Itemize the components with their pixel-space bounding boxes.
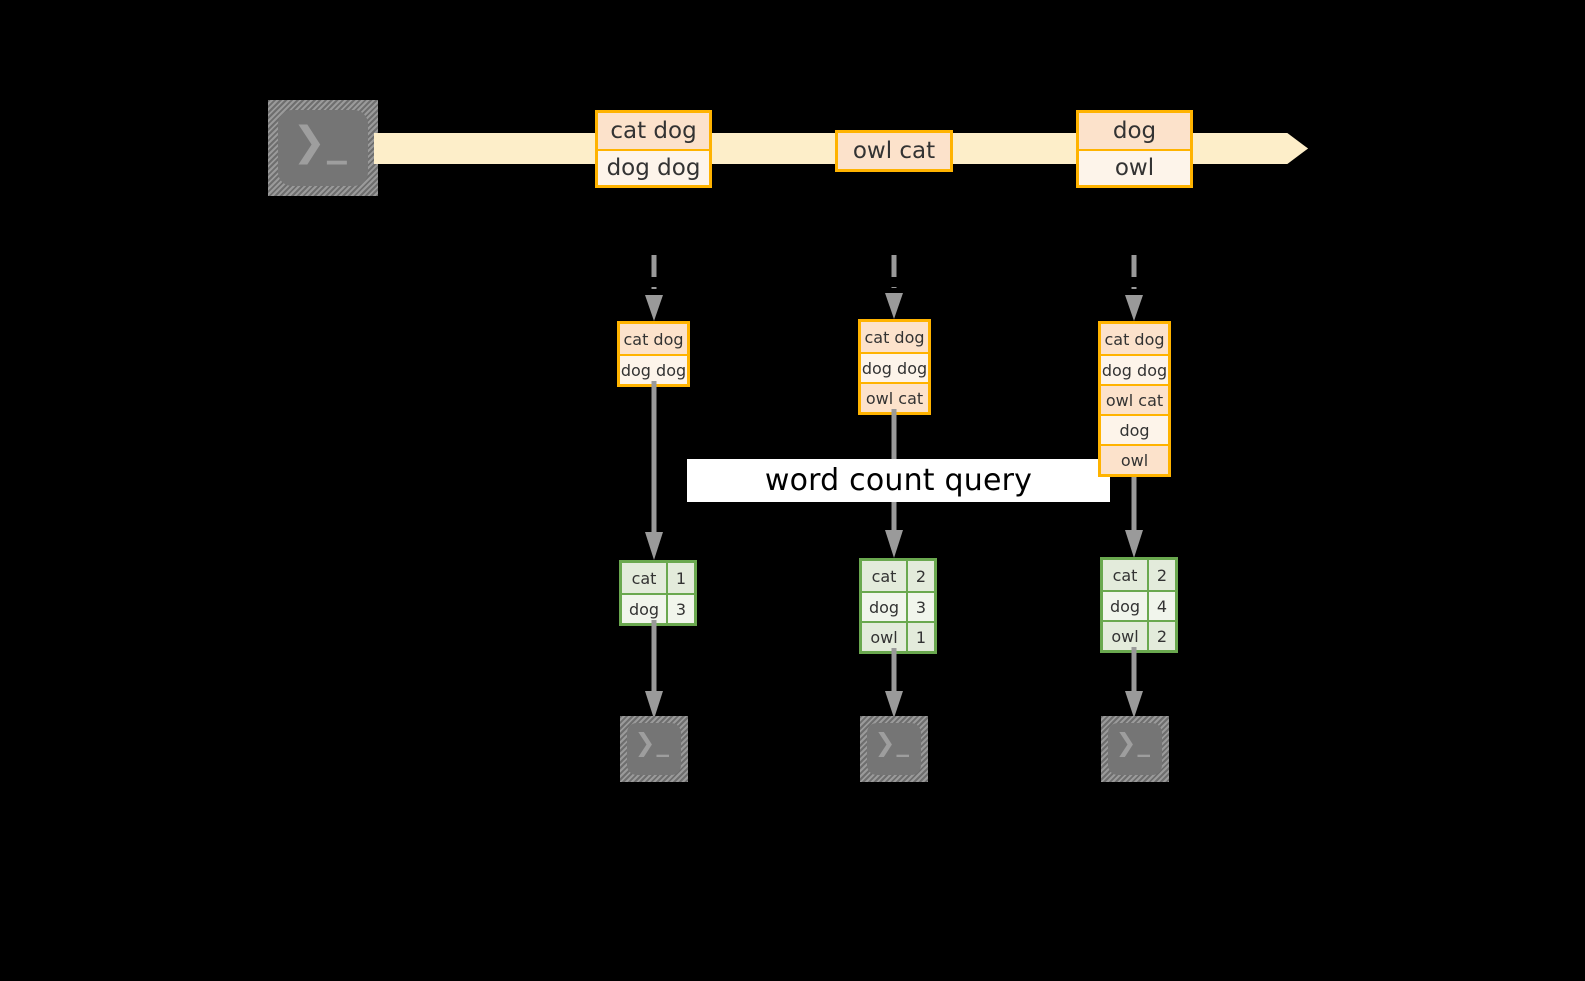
cell-count: 3: [908, 593, 934, 621]
terminal-prompt-glyph: ❯_: [634, 727, 670, 757]
stream-record-1: cat dog dog dog: [595, 110, 712, 188]
terminal-screen: ❯_: [627, 723, 681, 775]
snapshot-3-output-arrow: [1124, 647, 1144, 718]
record-line: dog: [1079, 113, 1190, 149]
cell-count: 4: [1149, 592, 1175, 620]
record-line: dog dog: [598, 149, 709, 185]
snapshot-2-output-arrow: [884, 648, 904, 718]
snapshot-1-input-records: cat dog dog dog: [617, 321, 690, 387]
record-line: cat dog: [620, 324, 687, 354]
table-row: cat 2: [862, 561, 934, 591]
record-line: dog dog: [861, 352, 928, 382]
cell-count: 1: [668, 563, 694, 593]
snapshot-1-result-table: cat 1 dog 3: [619, 560, 697, 626]
snapshot-1-query-arrow: [644, 381, 664, 560]
query-banner-label: word count query: [764, 463, 1033, 498]
terminal-screen: ❯_: [1108, 723, 1162, 775]
terminal-screen: ❯_: [867, 723, 921, 775]
table-row: dog 3: [862, 591, 934, 621]
table-row: cat 1: [622, 563, 694, 593]
record-line: owl cat: [861, 382, 928, 412]
snapshot-1-output-arrow: [644, 620, 664, 719]
record-line: dog: [1101, 414, 1168, 444]
cell-word: dog: [622, 595, 668, 623]
table-row: cat 2: [1103, 560, 1175, 590]
record-line: owl: [1079, 149, 1190, 185]
terminal-prompt-glyph: ❯_: [292, 119, 348, 166]
cell-count: 2: [908, 561, 934, 591]
stream-record-2: owl cat: [835, 130, 953, 172]
record-line: owl cat: [1101, 384, 1168, 414]
cell-count: 1: [908, 623, 934, 651]
snapshot-2-input-records: cat dog dog dog owl cat: [858, 319, 931, 415]
record-line: cat dog: [598, 113, 709, 149]
snapshot-1-consumer-terminal-icon: ❯_: [620, 716, 688, 782]
snapshot-3-input-records: cat dog dog dog owl cat dog owl: [1098, 321, 1171, 477]
record-line: dog dog: [620, 354, 687, 384]
producer-terminal-icon: ❯_: [268, 100, 378, 196]
terminal-prompt-glyph: ❯_: [874, 727, 910, 757]
cell-word: dog: [862, 593, 908, 621]
cell-word: cat: [622, 563, 668, 593]
snapshot-3-tap-arrow: [1124, 255, 1144, 321]
cell-word: owl: [1103, 622, 1149, 650]
cell-word: dog: [1103, 592, 1149, 620]
record-line: owl: [1101, 444, 1168, 474]
snapshot-2-result-table: cat 2 dog 3 owl 1: [859, 558, 937, 654]
cell-count: 2: [1149, 560, 1175, 590]
snapshot-1-tap-arrow: [644, 255, 664, 321]
table-row: dog 3: [622, 593, 694, 623]
cell-word: cat: [862, 561, 908, 591]
query-banner: word count query: [687, 459, 1110, 502]
terminal-prompt-glyph: ❯_: [1115, 727, 1151, 757]
snapshot-3-result-table: cat 2 dog 4 owl 2: [1100, 557, 1178, 653]
snapshot-2-tap-arrow: [884, 255, 904, 319]
cell-word: cat: [1103, 560, 1149, 590]
cell-count: 2: [1149, 622, 1175, 650]
snapshot-2-consumer-terminal-icon: ❯_: [860, 716, 928, 782]
table-row: owl 2: [1103, 620, 1175, 650]
record-line: dog dog: [1101, 354, 1168, 384]
cell-count: 3: [668, 595, 694, 623]
record-line: cat dog: [1101, 324, 1168, 354]
record-line: owl cat: [838, 133, 950, 169]
table-row: owl 1: [862, 621, 934, 651]
record-line: cat dog: [861, 322, 928, 352]
cell-word: owl: [862, 623, 908, 651]
terminal-screen: ❯_: [278, 110, 368, 186]
snapshot-3-consumer-terminal-icon: ❯_: [1101, 716, 1169, 782]
snapshot-3-query-arrow: [1124, 470, 1144, 558]
table-row: dog 4: [1103, 590, 1175, 620]
stream-record-3: dog owl: [1076, 110, 1193, 188]
